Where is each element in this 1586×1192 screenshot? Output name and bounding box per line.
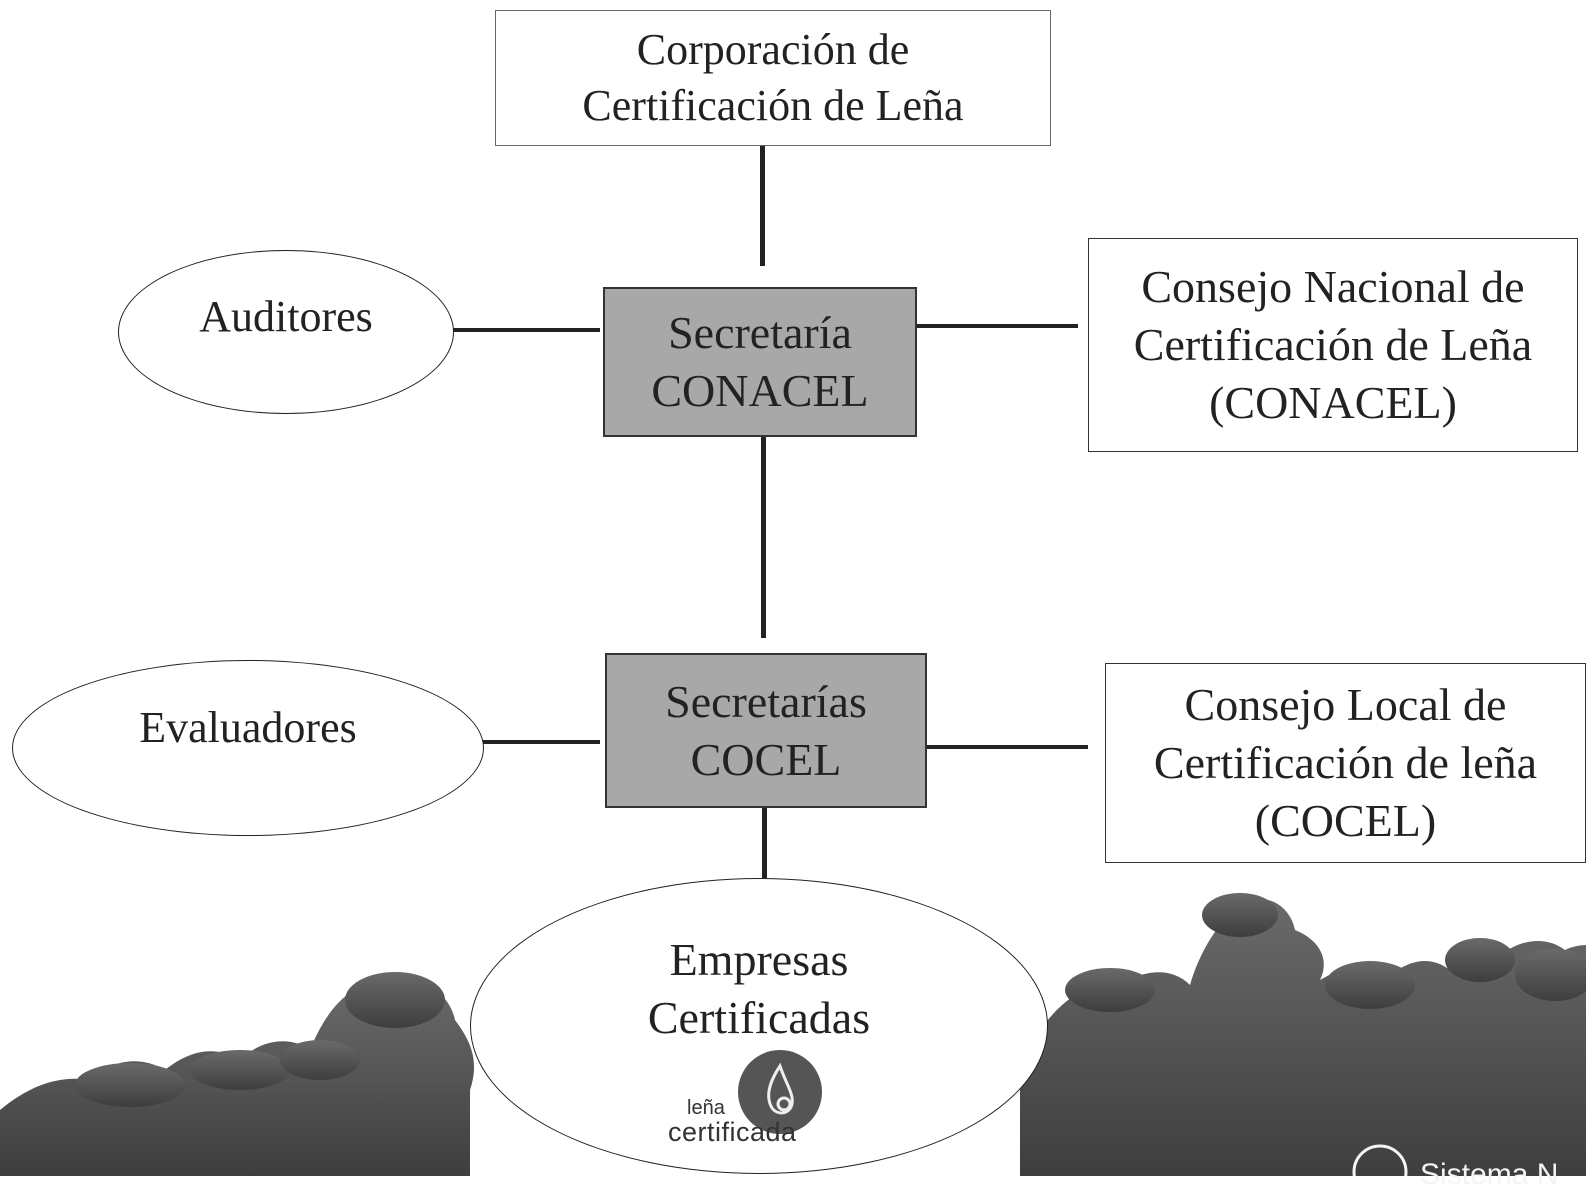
secretarias-cocel-label-line1: Secretarías — [665, 675, 867, 727]
connector-secretaria-conacel — [906, 324, 1078, 328]
footer-text: Sistema N — [1420, 1158, 1559, 1191]
connector-corporacion-secretaria — [760, 138, 765, 266]
corporacion-label-line2: Certificación de Leña — [582, 81, 964, 130]
evaluadores-node: Evaluadores — [12, 660, 484, 836]
conacel-node: Consejo Nacional de Certificación de Leñ… — [1088, 238, 1578, 452]
connector-evaluadores-secretarias — [476, 740, 600, 744]
corporacion-node: Corporación de Certificación de Leña — [495, 10, 1051, 146]
conacel-label-line2: Certificación de Leña — [1133, 319, 1533, 370]
connector-secretarias-empresas — [762, 805, 767, 880]
secretaria-conacel-node: Secretaría CONACEL — [603, 287, 917, 437]
logo-text-lena: leña — [687, 1097, 725, 1119]
secretaria-conacel-label-line2: CONACEL — [651, 365, 869, 416]
corporacion-label-line1: Corporación de — [636, 25, 910, 74]
cocel-node: Consejo Local de Certificación de leña (… — [1105, 663, 1586, 863]
secretarias-cocel-label-line2: COCEL — [690, 733, 842, 785]
cocel-label-line3: (COCEL) — [1254, 795, 1437, 846]
empresas-label-line2: Certificadas — [647, 992, 871, 1043]
secretarias-cocel-node: Secretarías COCEL — [605, 653, 927, 808]
auditores-node: Auditores — [118, 250, 454, 414]
connector-auditores-secretaria — [448, 328, 600, 332]
auditores-label: Auditores — [199, 292, 373, 341]
connector-secretarias-cocel — [916, 745, 1088, 749]
footer-logo-icon — [1352, 1144, 1408, 1176]
cocel-label-line1: Consejo Local de — [1184, 679, 1507, 730]
evaluadores-label: Evaluadores — [139, 703, 357, 752]
logo-text-certificada: certificada — [668, 1117, 797, 1147]
connector-conacel-cocel — [761, 428, 766, 638]
cocel-label-line2: Certificación de leña — [1153, 737, 1538, 788]
flame-drop-icon — [738, 1050, 822, 1134]
empresas-label-line1: Empresas — [669, 934, 849, 985]
conacel-label-line1: Consejo Nacional de — [1141, 261, 1525, 312]
conacel-label-line3: (CONACEL) — [1209, 377, 1457, 428]
secretaria-conacel-label-line1: Secretaría — [668, 307, 852, 358]
